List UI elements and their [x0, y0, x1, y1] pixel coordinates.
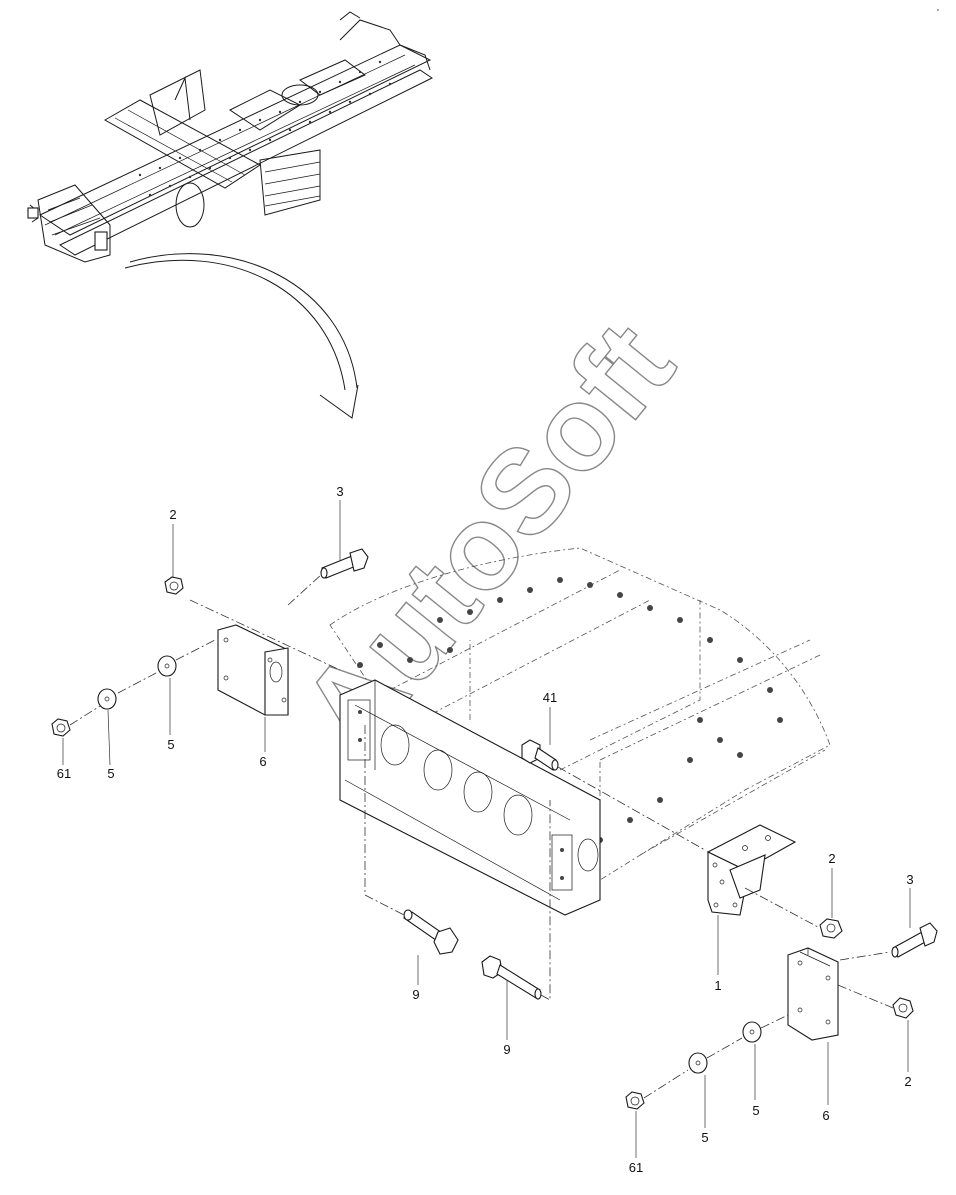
callout-nut-2: 2: [169, 507, 176, 522]
callout-washer-5: 5: [701, 1130, 708, 1145]
bolt-part-9-left: [364, 725, 459, 955]
bolt-part-3-right: [891, 922, 938, 958]
callout-washer-5: 5: [107, 766, 114, 781]
callout-nut-61: 61: [57, 766, 71, 781]
bolt-part-9-right: [481, 800, 551, 1001]
corner-ref-mark: ∘: [936, 8, 940, 14]
callout-labels: 2 3 61 5 5 6 41 9 9 1 2 3 2 6 5 5 61: [57, 484, 914, 1175]
nut-part-2-right-lower: [892, 997, 914, 1019]
callout-nut-2: 2: [904, 1074, 911, 1089]
plate-part-6-right: [787, 947, 839, 1041]
callout-bolt-41: 41: [543, 690, 557, 705]
callout-nut-61: 61: [629, 1160, 643, 1175]
callout-washer-5: 5: [752, 1103, 759, 1118]
callout-plate-6: 6: [822, 1108, 829, 1123]
chassis-frame-detail: [329, 547, 831, 916]
washer-part-5-right-lower: [688, 1052, 708, 1074]
nut-part-61-left: [51, 718, 71, 737]
washer-part-5-left-lower: [97, 688, 117, 710]
left-bracket-assembly: [51, 548, 369, 737]
callout-bolt-9: 9: [503, 1042, 510, 1057]
callout-bracket-1: 1: [714, 978, 721, 993]
plate-part-6-left: [217, 624, 289, 716]
washer-part-5-right-upper: [742, 1021, 762, 1043]
nut-part-2-left: [164, 576, 184, 595]
callout-washer-5: 5: [167, 737, 174, 752]
nut-part-2-right-upper: [819, 918, 843, 939]
chassis-overview-thumbnail: [27, 11, 433, 263]
washer-part-5-left-upper: [157, 655, 177, 677]
callout-nut-2: 2: [828, 851, 835, 866]
leader-lines: [62, 500, 911, 1158]
callout-bolt-3: 3: [336, 484, 343, 499]
right-bracket-assembly: [625, 824, 938, 1110]
detail-reference-arrow: [124, 253, 359, 419]
callout-bolt-3: 3: [906, 872, 913, 887]
bolt-part-3-left: [320, 548, 369, 579]
nut-part-61-right: [625, 1091, 645, 1110]
bracket-part-1: [706, 824, 797, 916]
callout-plate-6: 6: [259, 754, 266, 769]
highlight-bracket-marker: [94, 231, 108, 251]
bolt-part-41: [521, 739, 706, 851]
callout-bolt-9: 9: [412, 987, 419, 1002]
